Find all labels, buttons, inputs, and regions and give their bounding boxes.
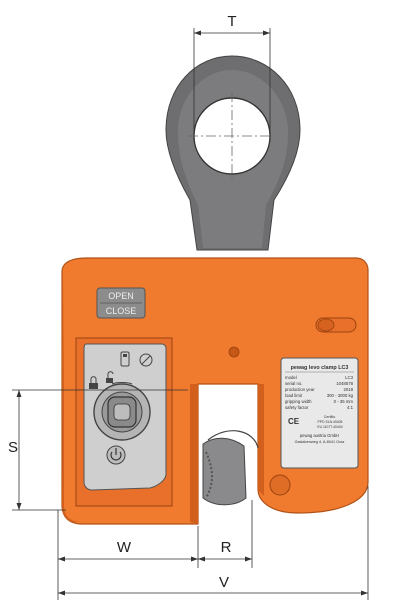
battery-icon — [120, 351, 130, 367]
dimension-r-label: R — [221, 539, 232, 556]
ce-mark: CE — [288, 417, 300, 426]
nameplate-row-value: 4:1 — [347, 405, 354, 410]
nameplate-company: pewag austria GmbH — [300, 433, 339, 438]
patent-line-1: PPD SLN.40405 — [318, 420, 343, 424]
mode-switch-knob[interactable] — [317, 318, 335, 332]
dimension-v: V — [57, 486, 369, 600]
gripping-cam — [202, 430, 259, 506]
dimension-t: T — [193, 13, 271, 132]
centre-marker — [228, 346, 240, 358]
nameplate: pewag levo clamp LC3 model LC3 serial no. 1… — [280, 357, 359, 469]
certification-label: Certifio. — [324, 415, 336, 419]
patent-line-2: EU 11077.40404 — [317, 425, 342, 429]
nameplate-row-value: 0 - 35 mm — [334, 399, 354, 404]
nameplate-row-label: model — [285, 375, 297, 380]
dimension-t-label: T — [227, 13, 236, 30]
nameplate-title: pewag levo clamp LC3 — [291, 365, 349, 371]
dimension-w-r: W R — [57, 500, 253, 568]
nameplate-rows: model LC3 serial no. 1048578 production year… — [285, 375, 354, 410]
nameplate-row-value: 2018 — [343, 387, 353, 392]
dimension-v-label: V — [219, 574, 229, 591]
bottom-rivet — [269, 474, 291, 496]
nameplate-row-value: 1048578 — [336, 381, 353, 386]
nameplate-row-value: 300 - 3000 kg — [327, 393, 354, 398]
nameplate-row-value: LC3 — [345, 375, 353, 380]
nameplate-row-label: load limit — [285, 393, 303, 398]
lifting-eye — [165, 55, 301, 251]
lock-icon — [90, 376, 97, 383]
dimension-s-label: S — [8, 439, 18, 456]
nameplate-address: Gaslabenweg 4, A-8041 Graz — [295, 440, 345, 444]
lock-panel — [75, 337, 173, 507]
open-close-label: OPEN CLOSE — [96, 287, 146, 319]
nameplate-row-label: production year — [285, 387, 315, 392]
unlock-icon — [107, 371, 114, 378]
nameplate-row-label: safety factor — [285, 405, 309, 410]
indicator-icon — [139, 353, 153, 367]
close-label: CLOSE — [106, 306, 137, 316]
open-label: OPEN — [108, 291, 134, 301]
dimension-w-label: W — [117, 539, 132, 556]
nameplate-row-label: gripping width — [285, 399, 312, 404]
dimension-s: S — [8, 389, 188, 511]
nameplate-row-label: serial no. — [285, 381, 302, 386]
